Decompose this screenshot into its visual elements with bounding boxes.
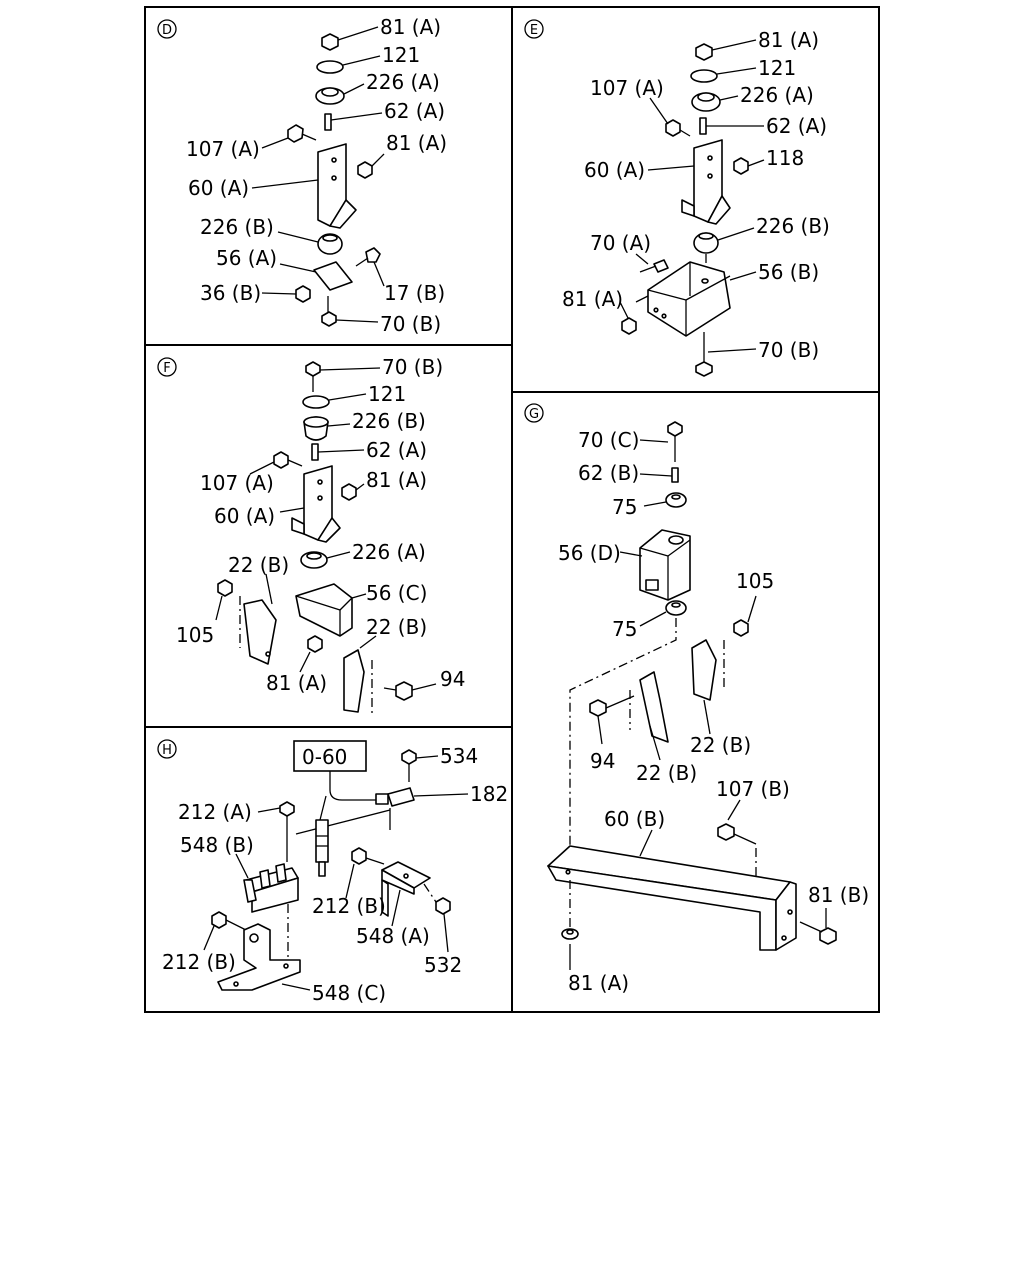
label-f-94: 94	[440, 667, 465, 691]
label-g-81b: 81 (B)	[808, 883, 869, 907]
label-e-107a: 107 (A)	[590, 76, 664, 100]
label-d-56a: 56 (A)	[216, 246, 277, 270]
label-d-226b: 226 (B)	[200, 215, 274, 239]
label-d-70b: 70 (B)	[380, 312, 441, 336]
label-g-75-2: 75	[612, 617, 637, 641]
label-h-532: 532	[424, 953, 462, 977]
section-e: E	[524, 19, 830, 377]
label-f-226b: 226 (B)	[352, 409, 426, 433]
label-f-81a: 81 (A)	[366, 468, 427, 492]
label-h-534: 534	[440, 744, 478, 768]
pin-part	[324, 113, 332, 131]
label-f-226a: 226 (A)	[352, 540, 426, 564]
section-d: D	[157, 15, 447, 336]
section-marker-f-text: F	[163, 361, 170, 376]
label-e-121: 121	[758, 56, 796, 80]
label-e-81a-2: 81 (A)	[562, 287, 623, 311]
label-d-17b: 17 (B)	[384, 281, 445, 305]
label-f-56c: 56 (C)	[366, 581, 427, 605]
label-f-81a-2: 81 (A)	[266, 671, 327, 695]
label-g-62b: 62 (B)	[578, 461, 639, 485]
section-marker-d-text: D	[162, 23, 172, 38]
label-g-75: 75	[612, 495, 637, 519]
reference-box-text: 0-60	[302, 745, 347, 769]
label-g-60b: 60 (B)	[604, 807, 665, 831]
label-d-121: 121	[382, 43, 420, 67]
section-marker-d	[157, 19, 177, 39]
label-h-548b: 548 (B)	[180, 833, 254, 857]
label-e-226b: 226 (B)	[756, 214, 830, 238]
section-marker-e	[524, 19, 544, 39]
section-marker-f	[157, 357, 177, 377]
label-h-548a: 548 (A)	[356, 924, 430, 948]
label-d-226a: 226 (A)	[366, 70, 440, 94]
label-d-62a: 62 (A)	[384, 99, 445, 123]
label-g-105: 105	[736, 569, 774, 593]
label-g-22b: 22 (B)	[690, 733, 751, 757]
label-e-60a: 60 (A)	[584, 158, 645, 182]
label-f-70b: 70 (B)	[382, 355, 443, 379]
label-d-36b: 36 (B)	[200, 281, 261, 305]
label-g-94: 94	[590, 749, 615, 773]
section-h: H 0-60	[157, 739, 508, 1005]
section-marker-h	[157, 739, 177, 759]
label-e-70a: 70 (A)	[590, 231, 651, 255]
label-g-107b: 107 (B)	[716, 777, 790, 801]
label-e-118: 118	[766, 146, 804, 170]
bracket-56c	[295, 583, 353, 637]
section-f: F	[157, 355, 465, 716]
section-marker-g-text: G	[529, 407, 539, 422]
label-h-548c: 548 (C)	[312, 981, 386, 1005]
label-e-56b: 56 (B)	[758, 260, 819, 284]
label-f-107a: 107 (A)	[200, 471, 274, 495]
label-h-182: 182	[470, 782, 508, 806]
label-g-56d: 56 (D)	[558, 541, 621, 565]
section-marker-e-text: E	[530, 23, 538, 38]
section-marker-g	[524, 403, 544, 423]
label-e-226a: 226 (A)	[740, 83, 814, 107]
label-f-22b: 22 (B)	[228, 553, 289, 577]
label-h-212b: 212 (B)	[312, 894, 386, 918]
label-e-70b: 70 (B)	[758, 338, 819, 362]
reference-box	[293, 740, 367, 772]
label-h-212b-2: 212 (B)	[162, 950, 236, 974]
label-d-60a: 60 (A)	[188, 176, 249, 200]
section-g: G	[524, 403, 869, 995]
label-g-70c: 70 (C)	[578, 428, 639, 452]
sensor-part	[315, 819, 329, 863]
bolt-part	[287, 124, 304, 143]
label-f-105: 105	[176, 623, 214, 647]
label-e-81a: 81 (A)	[758, 28, 819, 52]
label-d-81a-2: 81 (A)	[386, 131, 447, 155]
label-d-107a: 107 (A)	[186, 137, 260, 161]
label-d-81a: 81 (A)	[380, 15, 441, 39]
label-f-121: 121	[368, 382, 406, 406]
label-g-22b-2: 22 (B)	[636, 761, 697, 785]
label-f-60a: 60 (A)	[214, 504, 275, 528]
label-g-81a: 81 (A)	[568, 971, 629, 995]
section-marker-h-text: H	[162, 743, 172, 758]
label-h-212a: 212 (A)	[178, 800, 252, 824]
label-f-62a: 62 (A)	[366, 438, 427, 462]
washer-part	[316, 60, 344, 74]
nut-part	[321, 33, 339, 51]
label-e-62a: 62 (A)	[766, 114, 827, 138]
label-f-22b-2: 22 (B)	[366, 615, 427, 639]
